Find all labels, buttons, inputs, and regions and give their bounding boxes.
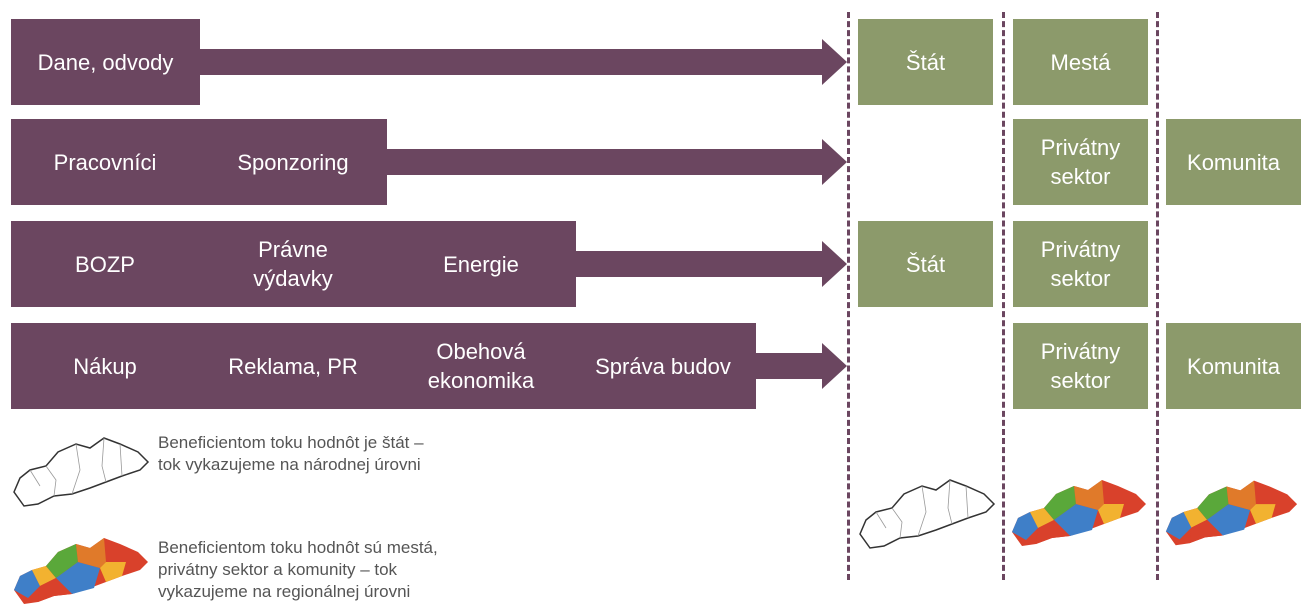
beneficiary-cities: Mestá — [1013, 19, 1148, 105]
flow-label-employees: Pracovníci — [53, 149, 157, 175]
flow-label-purchasing: Nákup — [73, 353, 137, 379]
legend-national: Beneficientom toku hodnôt je štát – tok … — [158, 433, 424, 474]
flow-label-circular: Obehová ekonomika — [427, 339, 535, 393]
slovakia-regions-map-icon — [14, 538, 148, 604]
beneficiary-private-sector: Privátny sektor — [1013, 323, 1148, 409]
flow-arrow-taxes — [200, 39, 847, 85]
slovakia-outline-map-icon — [859, 479, 996, 549]
beneficiary-community: Komunita — [1166, 119, 1301, 205]
column-divider — [1156, 12, 1159, 580]
flow-label-sponsoring: Sponzoring — [237, 149, 349, 175]
slovakia-regions-map-icon — [1012, 480, 1146, 546]
beneficiary-state: Štát — [858, 221, 993, 307]
flow-bar-safety — [11, 221, 576, 307]
flow-label-taxes: Dane, odvody — [37, 49, 174, 75]
flow-bar-taxes — [11, 19, 200, 105]
flow-label-advertising: Reklama, PR — [228, 353, 358, 379]
flow-arrow-safety — [576, 241, 847, 287]
flow-label-energy: Energie — [443, 251, 519, 277]
beneficiary-community: Komunita — [1166, 323, 1301, 409]
column-divider — [1002, 12, 1005, 580]
beneficiary-state: Štát — [858, 19, 993, 105]
beneficiary-private-sector: Privátny sektor — [1013, 119, 1148, 205]
flow-label-safety: BOZP — [75, 251, 135, 277]
column-divider — [847, 12, 850, 580]
legend-regional: Beneficientom toku hodnôt sú mestá, priv… — [158, 538, 438, 601]
beneficiary-private-sector: Privátny sektor — [1013, 221, 1148, 307]
flow-arrow-purchasing — [756, 343, 847, 389]
flow-arrow-employees — [387, 139, 847, 185]
slovakia-regions-map-icon — [1165, 480, 1298, 546]
flow-bar-employees — [11, 119, 387, 205]
slovakia-outline-map-icon — [13, 437, 150, 507]
flow-label-legal: Právne výdavky — [253, 237, 333, 291]
flow-label-facility: Správa budov — [595, 353, 731, 379]
flow-bar-purchasing — [11, 323, 756, 409]
